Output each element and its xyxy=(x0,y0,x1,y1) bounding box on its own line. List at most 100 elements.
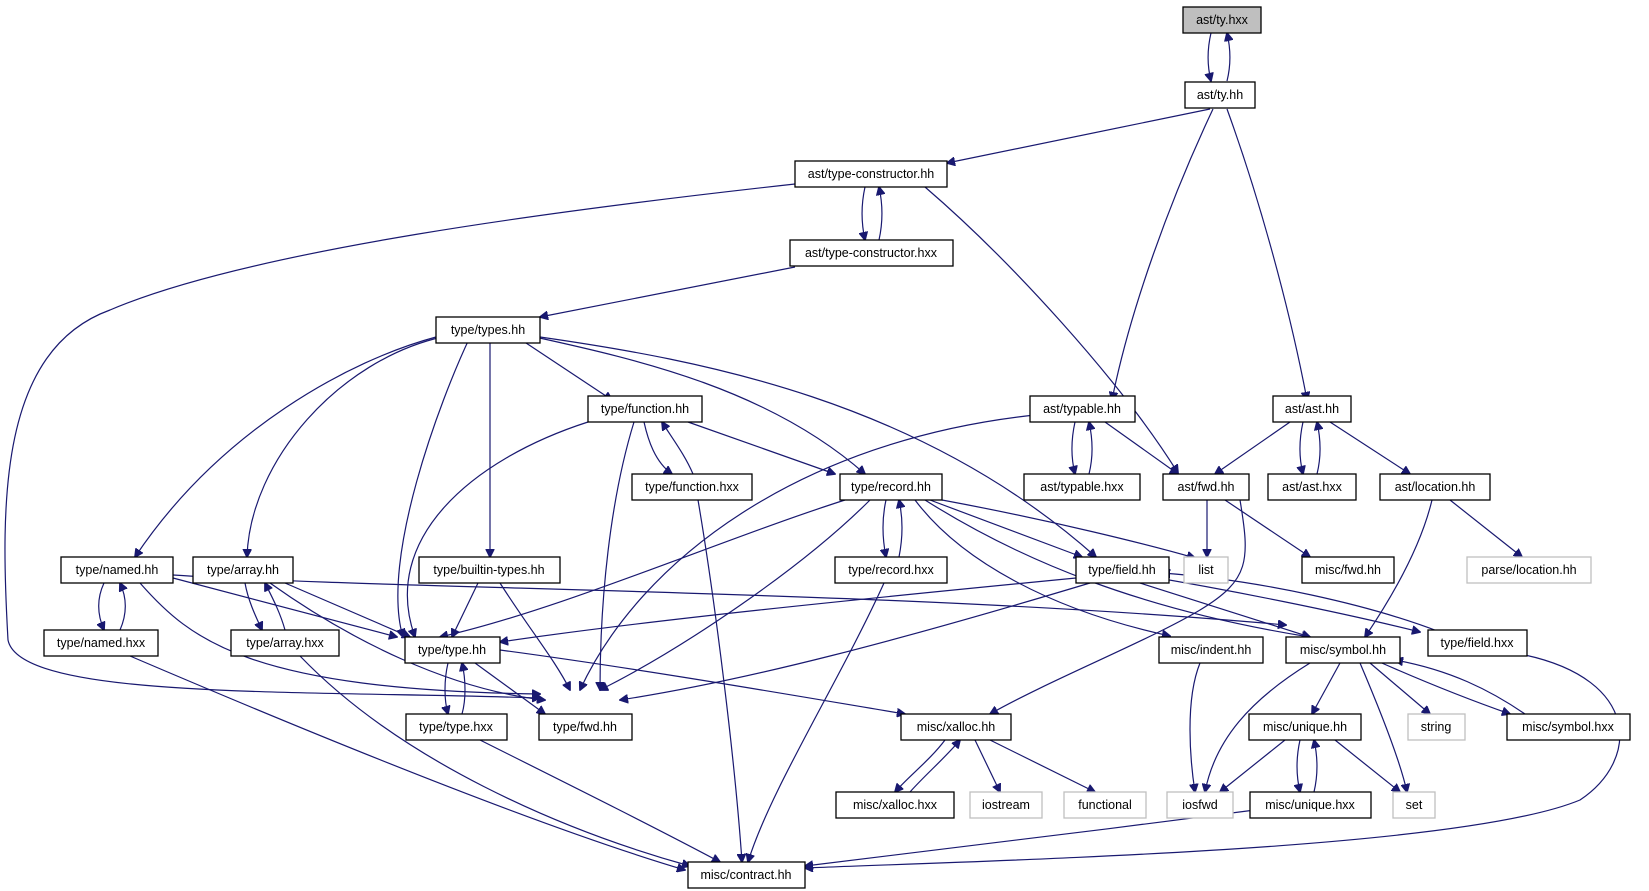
node-misc-unique-hxx[interactable]: misc/unique.hxx xyxy=(1249,791,1372,819)
node-ast-typable-hh[interactable]: ast/typable.hh xyxy=(1029,395,1136,423)
node-type-field-hh[interactable]: type/field.hh xyxy=(1075,556,1170,584)
node-parse-location-hh[interactable]: parse/location.hh xyxy=(1466,556,1592,584)
node-iostream[interactable]: iostream xyxy=(969,791,1043,819)
node-box xyxy=(839,473,943,501)
node-box xyxy=(687,861,806,889)
node-misc-xalloc-hxx[interactable]: misc/xalloc.hxx xyxy=(835,791,955,819)
node-type-field-hxx[interactable]: type/field.hxx xyxy=(1427,629,1528,657)
node-label: list xyxy=(1198,563,1214,577)
node-box xyxy=(192,556,294,584)
node-misc-xalloc-hh[interactable]: misc/xalloc.hh xyxy=(900,713,1012,741)
node-ast-typable-hxx[interactable]: ast/typable.hxx xyxy=(1023,473,1141,501)
node-ast-ty-hxx[interactable]: ast/ty.hxx xyxy=(1182,6,1262,34)
node-functional[interactable]: functional xyxy=(1063,791,1147,819)
node-type-function-hh[interactable]: type/function.hh xyxy=(587,395,703,423)
node-misc-indent-hh[interactable]: misc/indent.hh xyxy=(1158,636,1264,664)
node-ast-location-hh[interactable]: ast/location.hh xyxy=(1379,473,1491,501)
edge-record-to-list xyxy=(941,499,1195,558)
edge-function-hxx-to-hh xyxy=(662,422,694,475)
edge-record-to-type-fwd xyxy=(600,499,871,690)
node-ast-type-constructor-hxx[interactable]: ast/type-constructor.hxx xyxy=(789,239,954,267)
edge-types-to-record xyxy=(534,336,865,474)
node-label: type/named.hxx xyxy=(57,636,146,650)
node-label: type/named.hh xyxy=(76,563,159,577)
edge-function-to-type-fwd xyxy=(600,421,635,690)
node-label: functional xyxy=(1078,798,1132,812)
edge-ast-to-location xyxy=(1329,421,1410,474)
node-type-function-hxx[interactable]: type/function.hxx xyxy=(631,473,753,501)
edge-symbol-to-string xyxy=(1369,662,1430,714)
node-box xyxy=(1023,473,1141,501)
node-list[interactable]: list xyxy=(1183,556,1229,584)
edge-field-hxx-to-contract xyxy=(805,654,1621,868)
node-ast-ast-hxx[interactable]: ast/ast.hxx xyxy=(1267,473,1357,501)
node-misc-contract-hh[interactable]: misc/contract.hh xyxy=(687,861,806,889)
node-box xyxy=(835,791,955,819)
edge-ty-hh-to-type-constructor-hh xyxy=(947,108,1211,163)
node-misc-symbol-hxx[interactable]: misc/symbol.hxx xyxy=(1506,713,1631,741)
edge-types-to-named xyxy=(135,336,437,557)
node-ast-ty-hh[interactable]: ast/ty.hh xyxy=(1184,81,1256,109)
edge-function-hh-to-hxx xyxy=(643,421,672,474)
node-box xyxy=(1272,395,1352,423)
node-box xyxy=(1301,556,1395,584)
edge-record-hh-to-hxx xyxy=(883,499,886,557)
edge-record-hxx-to-hh xyxy=(899,500,902,558)
node-label: type/record.hh xyxy=(851,480,931,494)
edge-xalloc-to-iostream xyxy=(974,739,1000,792)
node-box xyxy=(900,713,1012,741)
node-type-named-hxx[interactable]: type/named.hxx xyxy=(43,629,159,657)
edge-named-hxx-to-contract xyxy=(129,655,685,870)
node-box xyxy=(794,160,948,188)
edge-indent-to-iosfwd xyxy=(1190,662,1201,792)
node-type-builtin-types-hh[interactable]: type/builtin-types.hh xyxy=(418,556,561,584)
node-label: type/field.hh xyxy=(1088,563,1155,577)
node-type-array-hxx[interactable]: type/array.hxx xyxy=(230,629,340,657)
node-type-type-hh[interactable]: type/type.hh xyxy=(404,636,501,664)
node-label: type/type.hh xyxy=(418,643,486,657)
edge-field-to-type-fwd xyxy=(620,582,1091,700)
node-label: misc/xalloc.hh xyxy=(917,720,996,734)
node-label: ast/fwd.hh xyxy=(1178,480,1235,494)
edge-array-to-type-fwd xyxy=(269,582,545,700)
node-box xyxy=(435,316,541,344)
edge-builtin-to-type-fwd xyxy=(499,582,570,690)
node-ast-fwd-hh[interactable]: ast/fwd.hh xyxy=(1162,473,1250,501)
edge-function-to-record xyxy=(687,421,835,474)
node-box xyxy=(631,473,753,501)
node-iosfwd[interactable]: iosfwd xyxy=(1166,791,1234,819)
node-label: type/function.hh xyxy=(601,402,689,416)
node-type-record-hh[interactable]: type/record.hh xyxy=(839,473,943,501)
node-type-named-hh[interactable]: type/named.hh xyxy=(60,556,174,584)
node-box xyxy=(1184,81,1256,109)
node-box xyxy=(1248,713,1362,741)
node-type-types-hh[interactable]: type/types.hh xyxy=(435,316,541,344)
node-box xyxy=(1379,473,1491,501)
node-type-array-hh[interactable]: type/array.hh xyxy=(192,556,294,584)
node-box xyxy=(1029,395,1136,423)
edge-field-to-type-hh xyxy=(500,577,1077,642)
node-label: type/function.hxx xyxy=(645,480,740,494)
node-box xyxy=(418,556,561,584)
node-label: set xyxy=(1406,798,1423,812)
node-type-record-hxx[interactable]: type/record.hxx xyxy=(834,556,948,584)
node-misc-fwd-hh[interactable]: misc/fwd.hh xyxy=(1301,556,1395,584)
edge-typable-hh-to-hxx xyxy=(1072,421,1075,474)
edge-unique-hh-to-hxx xyxy=(1297,739,1300,792)
node-ast-type-constructor-hh[interactable]: ast/type-constructor.hh xyxy=(794,160,948,188)
node-box xyxy=(1427,629,1528,657)
edge-type-hxx-to-contract xyxy=(479,739,720,862)
node-misc-symbol-hh[interactable]: misc/symbol.hh xyxy=(1285,636,1401,664)
edge-types-to-function xyxy=(516,336,612,400)
node-type-type-hxx[interactable]: type/type.hxx xyxy=(405,713,508,741)
edge-record-to-type-hh xyxy=(440,499,846,637)
node-ast-ast-hh[interactable]: ast/ast.hh xyxy=(1272,395,1352,423)
edge-ty-hh-to-typable-hh xyxy=(1112,108,1214,400)
node-box xyxy=(1166,791,1234,819)
node-set[interactable]: set xyxy=(1392,791,1436,819)
node-type-fwd-hh[interactable]: type/fwd.hh xyxy=(538,713,633,741)
edge-symbol-to-unique xyxy=(1312,662,1341,714)
node-string[interactable]: string xyxy=(1407,713,1466,741)
node-misc-unique-hh[interactable]: misc/unique.hh xyxy=(1248,713,1362,741)
node-label: misc/unique.hxx xyxy=(1265,798,1355,812)
